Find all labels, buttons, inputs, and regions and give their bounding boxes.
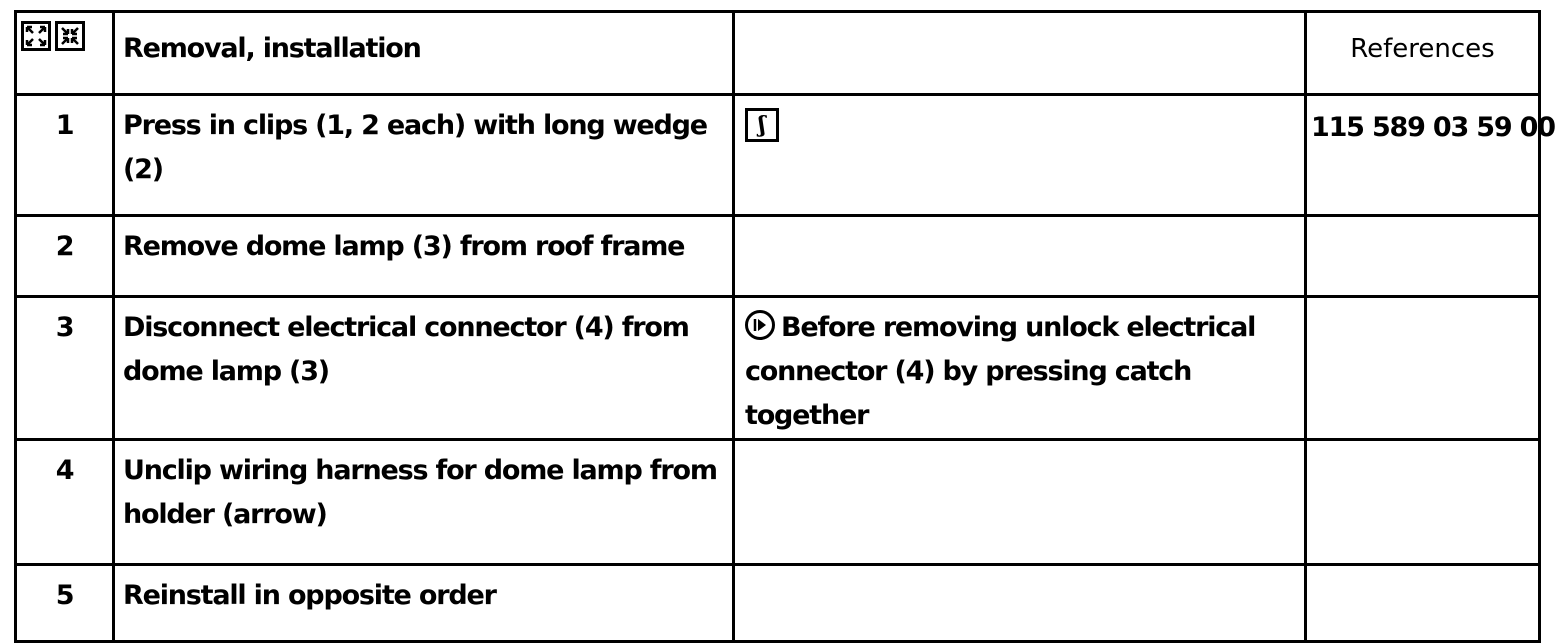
step-reference <box>1304 438 1541 566</box>
step-text: Unclip wiring harness for dome lamp from… <box>112 438 735 566</box>
installation-symbol-icon <box>55 21 85 51</box>
table-row: 3 Disconnect electrical connector (4) fr… <box>14 295 1541 441</box>
table-row: 2 Remove dome lamp (3) from roof frame <box>14 214 1541 298</box>
procedure-table: Removal, installation References 1 Press… <box>14 10 1556 643</box>
step-number: 5 <box>14 563 115 643</box>
step-text: Reinstall in opposite order <box>112 563 735 643</box>
info-arrow-icon <box>745 310 775 340</box>
step-note-cell <box>732 563 1307 643</box>
step-note-cell <box>732 214 1307 298</box>
step-reference <box>1304 214 1541 298</box>
step-reference <box>1304 563 1541 643</box>
special-tool-icon: ʃ <box>745 108 779 142</box>
step-number: 1 <box>14 93 115 217</box>
step-note-cell: Before removing unlock electrical connec… <box>732 295 1307 441</box>
step-note-cell <box>732 438 1307 566</box>
step-number: 3 <box>14 295 115 441</box>
header-icons-cell <box>14 10 115 96</box>
step-text: Disconnect electrical connector (4) from… <box>112 295 735 441</box>
step-note-text: Before removing unlock electrical connec… <box>745 312 1256 431</box>
step-number: 2 <box>14 214 115 298</box>
step-note-cell: ʃ <box>732 93 1307 217</box>
step-reference: 115 589 03 59 00 <box>1304 93 1556 217</box>
table-row: 4 Unclip wiring harness for dome lamp fr… <box>14 438 1541 566</box>
step-number: 4 <box>14 438 115 566</box>
table-row: 5 Reinstall in opposite order <box>14 563 1541 643</box>
step-reference <box>1304 295 1541 441</box>
header-references-label: References <box>1304 10 1541 96</box>
table-row: 1 Press in clips (1, 2 each) with long w… <box>14 93 1556 217</box>
step-text: Press in clips (1, 2 each) with long wed… <box>112 93 735 217</box>
header-note-cell <box>732 10 1307 96</box>
table-header-row: Removal, installation References <box>14 10 1541 96</box>
header-title: Removal, installation <box>112 10 735 96</box>
step-text: Remove dome lamp (3) from roof frame <box>112 214 735 298</box>
removal-symbol-icon <box>21 21 51 51</box>
